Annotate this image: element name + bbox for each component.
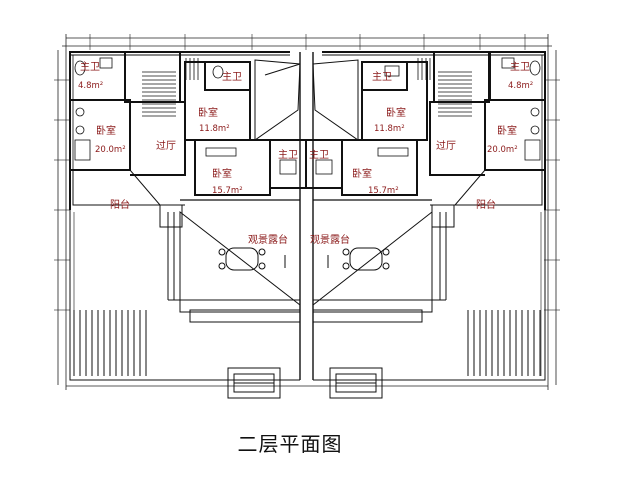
room-area-bedroom-mid-left: 11.8m² xyxy=(199,124,230,134)
room-label-terrace-left: 观景露台 xyxy=(248,233,288,246)
room-label-bedroom-small-left: 卧室 xyxy=(212,167,232,180)
room-label-bedroom-mid-right: 卧室 xyxy=(386,106,406,119)
room-label-balcony-right: 阳台 xyxy=(476,198,496,211)
room-area-bedroom-mid-right: 11.8m² xyxy=(374,124,405,134)
interior-stairs xyxy=(142,58,472,117)
fixtures xyxy=(74,57,541,175)
room-label-bedroom-large-left: 卧室 xyxy=(96,124,116,137)
roof-lines xyxy=(254,59,359,141)
room-area-bedroom-large-right: 20.0m² xyxy=(487,145,518,155)
exterior-steps xyxy=(73,310,541,376)
room-label-bedroom-small-right: 卧室 xyxy=(352,167,372,180)
terrace-furniture xyxy=(218,247,390,271)
walls xyxy=(69,51,546,380)
terrace-railings xyxy=(159,204,455,323)
room-area-master-bath-left: 4.8m² xyxy=(78,81,103,91)
room-label-bedroom-mid-left: 卧室 xyxy=(198,106,218,119)
room-label-wc-center-right: 主卫 xyxy=(309,149,329,161)
room-label-wc-top-right: 主卫 xyxy=(372,71,392,83)
room-label-balcony-left: 阳台 xyxy=(110,198,130,211)
room-area-bedroom-large-left: 20.0m² xyxy=(95,145,126,155)
room-labels: 主卫 4.8m² 主卫 4.8m² 卧室 20.0m² 卧室 20.0m² 过厅… xyxy=(78,61,533,246)
room-label-hall-right: 过厅 xyxy=(436,139,456,152)
room-label-terrace-right: 观景露台 xyxy=(310,233,350,246)
room-label-wc-center-left: 主卫 xyxy=(278,149,298,161)
room-label-master-bath-right: 主卫 xyxy=(510,61,530,73)
drawing-caption: 二层平面图 xyxy=(237,432,343,456)
entry-gates xyxy=(227,367,383,399)
dimension-lines xyxy=(54,34,560,390)
room-area-bedroom-small-left: 15.7m² xyxy=(212,186,243,196)
room-label-bedroom-large-right: 卧室 xyxy=(497,124,517,137)
room-area-bedroom-small-right: 15.7m² xyxy=(368,186,399,196)
room-area-master-bath-right: 4.8m² xyxy=(508,81,533,91)
room-label-wc-top-left: 主卫 xyxy=(222,71,242,83)
room-label-master-bath-left: 主卫 xyxy=(80,61,100,73)
room-label-hall-left: 过厅 xyxy=(156,139,176,152)
